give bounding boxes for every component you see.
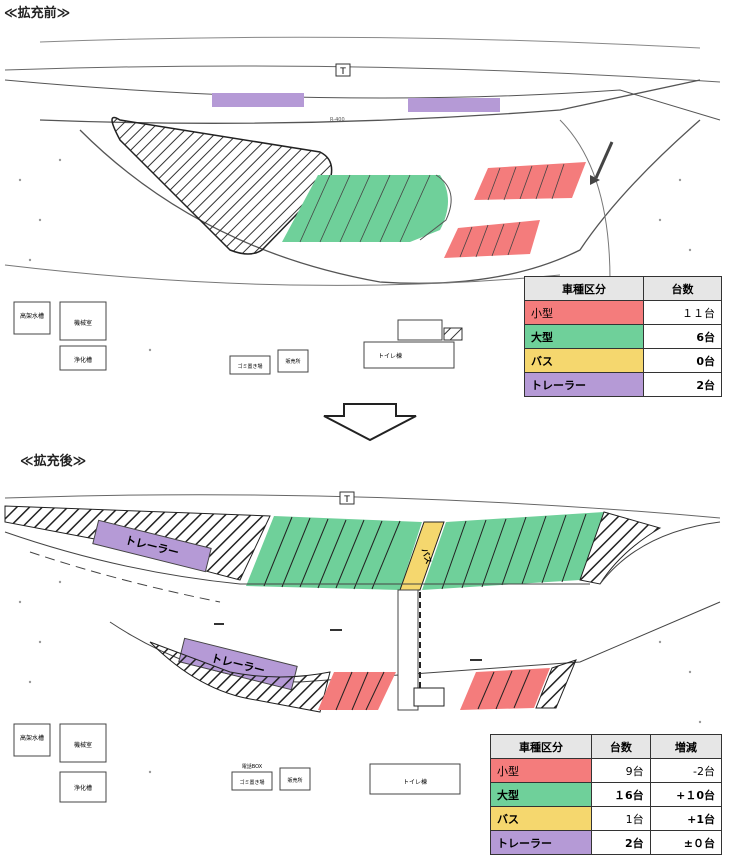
before-type-trailer: トレーラー — [524, 372, 644, 397]
after-table: 車種区分 台数 増減 小型 9台 -2台 大型 １6台 +１0台 バス 1台 +… — [490, 734, 723, 855]
t-mark-icon — [335, 63, 351, 77]
electric-label-after: 電話BOX — [242, 763, 263, 770]
garbage-label-after: ゴミ置き場 — [239, 779, 264, 786]
small-stalls-after-left — [318, 672, 396, 710]
toilet-label-after: トイレ棟 — [403, 778, 427, 786]
after-change-bus: +1台 — [649, 806, 723, 831]
after-count-trailer: 2台 — [591, 830, 651, 855]
down-arrow-icon — [323, 403, 417, 442]
table-row: 小型 9台 -2台 — [490, 758, 723, 783]
before-type-bus: バス — [524, 348, 644, 373]
septic-label-before: 浄化槽 — [74, 356, 92, 364]
road-label: R-400 — [330, 117, 345, 123]
trailer-stall-before-1 — [212, 93, 304, 107]
small-stalls-before-upper — [474, 162, 586, 200]
before-table: 車種区分 台数 小型 １１台 大型 6台 バス 0台 トレーラー 2台 — [524, 276, 722, 397]
small-stalls-after-right — [460, 668, 550, 710]
water-tank-label-before: 高架水槽 — [20, 312, 44, 320]
toilet-label-before: トイレ棟 — [378, 352, 402, 360]
after-change-large: +１0台 — [649, 782, 723, 807]
after-type-small: 小型 — [490, 758, 592, 783]
after-heading: ≪拡充後≫ — [20, 454, 87, 469]
large-stalls-after-right — [422, 512, 604, 590]
after-map: T バス トレーラー トレーラー — [4, 491, 721, 803]
after-header-change: 増減 — [649, 734, 723, 759]
after-count-bus: 1台 — [591, 806, 651, 831]
table-row: バス 0台 — [524, 348, 722, 373]
septic-label-after: 浄化槽 — [74, 784, 92, 792]
after-change-small: -2台 — [649, 758, 723, 783]
t-mark-label: T — [339, 67, 346, 77]
before-header-type: 車種区分 — [524, 276, 644, 301]
before-type-large: 大型 — [524, 324, 644, 349]
shop-label-after: 販売所 — [287, 777, 302, 784]
after-count-large: １6台 — [591, 782, 651, 807]
after-change-trailer: ±０台 — [649, 830, 723, 855]
after-type-large: 大型 — [490, 782, 592, 807]
t-mark-icon-after — [339, 491, 355, 505]
before-count-large: 6台 — [643, 324, 722, 349]
small-stalls-before-lower — [444, 220, 540, 258]
table-row: 小型 １１台 — [524, 300, 722, 325]
before-heading: ≪拡充前≫ — [4, 6, 71, 21]
before-count-trailer: 2台 — [643, 372, 722, 397]
after-type-trailer: トレーラー — [490, 830, 592, 855]
table-row: バス 1台 +1台 — [490, 806, 723, 831]
garbage-label-before: ゴミ置き場 — [237, 363, 262, 370]
table-row: トレーラー 2台 — [524, 372, 722, 397]
large-stalls-before — [282, 175, 448, 242]
table-row: 大型 １6台 +１0台 — [490, 782, 723, 807]
after-type-bus: バス — [490, 806, 592, 831]
after-count-small: 9台 — [591, 758, 651, 783]
before-map: T R-400 高架水槽 機械室 浄化槽 ゴミ置き場 販売所 トイレ棟 — [4, 36, 721, 375]
large-stalls-after-left — [246, 516, 422, 590]
trailer-stall-before-2 — [408, 98, 500, 112]
hatched-zone-after-lower-left — [149, 641, 331, 713]
hatched-zone-before — [111, 116, 333, 255]
machine-room-label-after: 機械室 — [74, 741, 92, 749]
after-header-count: 台数 — [591, 734, 651, 759]
water-tank-label-after: 高架水槽 — [20, 734, 44, 742]
before-count-small: １１台 — [643, 300, 722, 325]
machine-room-label-before: 機械室 — [74, 319, 92, 327]
after-header-type: 車種区分 — [490, 734, 592, 759]
before-header-count: 台数 — [643, 276, 722, 301]
table-row: トレーラー 2台 ±０台 — [490, 830, 723, 855]
before-count-bus: 0台 — [643, 348, 722, 373]
shop-label-before: 販売所 — [285, 358, 300, 365]
before-type-small: 小型 — [524, 300, 644, 325]
table-row: 大型 6台 — [524, 324, 722, 349]
bus-stall-after — [399, 521, 445, 591]
t-mark-label-after: T — [343, 495, 350, 505]
